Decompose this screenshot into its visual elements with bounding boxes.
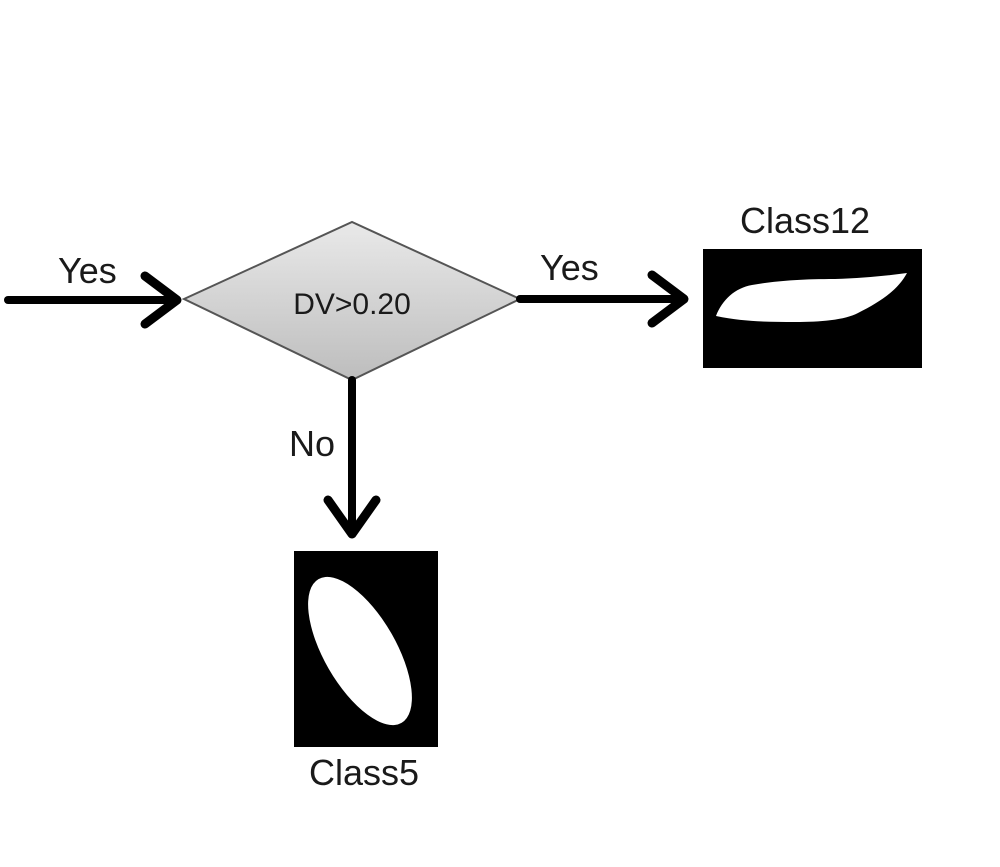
incoming-edge-label: Yes xyxy=(58,250,117,291)
leaf-silhouette xyxy=(716,273,907,322)
decision-condition: DV>0.20 xyxy=(293,288,411,321)
class5-label: Class5 xyxy=(309,752,419,793)
class12-image xyxy=(703,249,922,368)
no-edge-label: No xyxy=(289,423,335,464)
decision-node: DV>0.20 xyxy=(181,220,523,382)
no-arrow xyxy=(323,376,381,539)
class5-image xyxy=(294,551,438,747)
incoming-arrow xyxy=(4,271,182,329)
class12-label: Class12 xyxy=(740,200,870,241)
yes-edge-label: Yes xyxy=(540,247,599,288)
yes-arrow xyxy=(516,270,689,328)
oval-silhouette xyxy=(308,576,412,726)
